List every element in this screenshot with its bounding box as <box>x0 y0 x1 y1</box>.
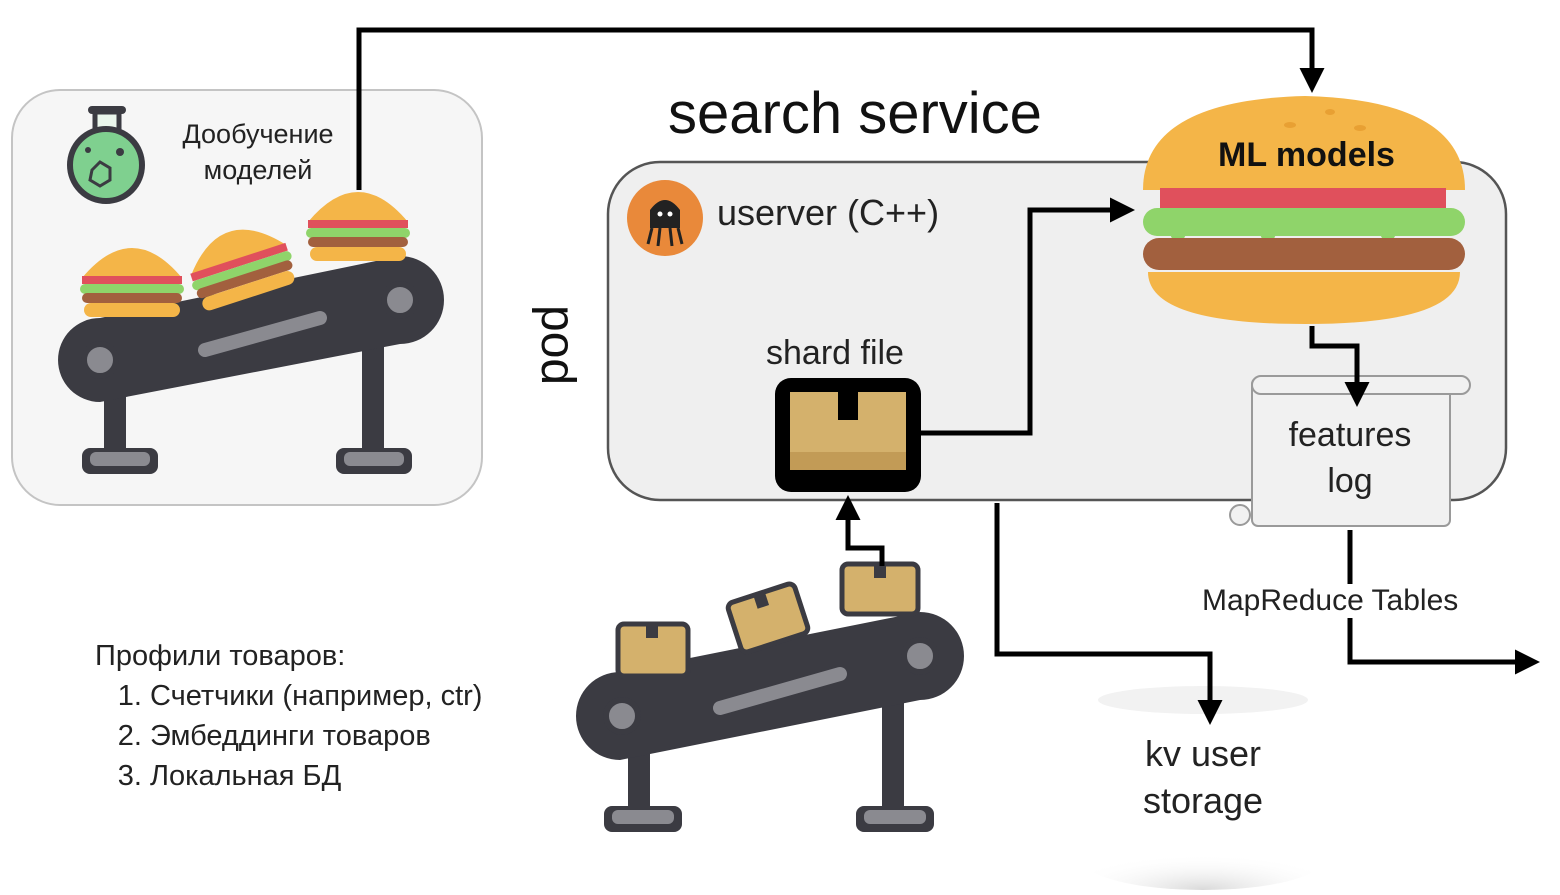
profiles-item: Эмбеддинги товаров <box>150 716 482 756</box>
kv-storage-line1: kv user <box>1144 733 1262 774</box>
profiles-block: Профили товаров: Счетчики (например, ctr… <box>95 636 482 796</box>
mapreduce-label: MapReduce Tables <box>1198 584 1463 618</box>
profiles-list: Счетчики (например, ctr) Эмбеддинги това… <box>95 676 482 796</box>
features-log-scroll-icon <box>1229 375 1471 527</box>
kv-storage-cylinder-icon <box>1083 686 1323 890</box>
conveyor-to-shard-arrow <box>835 495 885 566</box>
kv-storage-label: kv user storage <box>1108 730 1298 824</box>
ml-models-label: ML models <box>1218 136 1395 174</box>
box-conveyor-icon <box>576 561 964 832</box>
retraining-label-line2: моделей <box>203 155 313 185</box>
features-log-line2: log <box>1327 462 1373 500</box>
retraining-label: Дообучение моделей <box>158 116 358 188</box>
service-title: search service <box>668 81 1042 146</box>
connectors <box>356 27 1540 725</box>
pod-to-kv-arrow <box>994 503 1223 725</box>
retraining-label-line1: Дообучение <box>182 119 334 149</box>
features-to-mapreduce-arrow <box>1347 530 1540 675</box>
ml-models-burger-icon <box>1143 96 1465 324</box>
shard-to-ml-arrow <box>921 197 1135 436</box>
shard-file-icon <box>775 378 921 492</box>
features-log-label: features log <box>1262 412 1438 504</box>
ml-to-features-arrow <box>1309 326 1370 407</box>
burger-conveyor-icon <box>58 192 445 474</box>
octopus-icon <box>627 180 703 256</box>
profiles-item: Локальная БД <box>150 756 482 796</box>
features-log-line1: features <box>1288 416 1412 454</box>
userver-label: userver (C++) <box>717 192 940 233</box>
flask-icon <box>67 106 145 204</box>
profiles-item: Счетчики (например, ctr) <box>150 676 482 716</box>
retrain-to-ml-arrow <box>356 27 1325 190</box>
shard-file-label: shard file <box>766 334 904 372</box>
kv-storage-line2: storage <box>1142 780 1264 821</box>
pod-label: pod <box>531 305 584 386</box>
profiles-heading: Профили товаров: <box>95 640 346 672</box>
